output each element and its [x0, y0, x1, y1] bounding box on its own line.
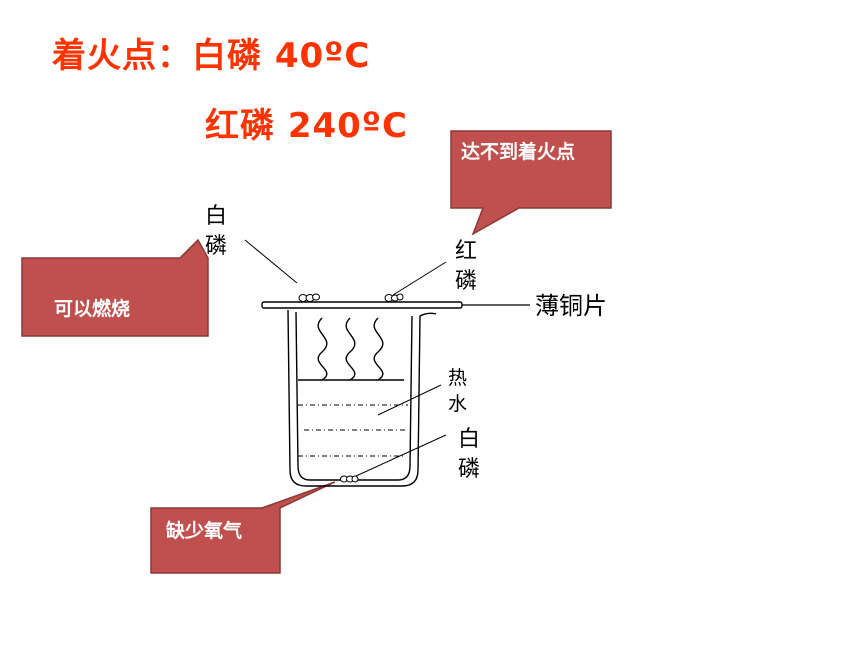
white-phosphorus-bottom-particles: [340, 475, 359, 483]
copper-sheet: [261, 301, 463, 309]
white-phosphorus-top-particles: [298, 293, 320, 302]
label-white-phosphorus-top: 白 磷: [205, 204, 228, 259]
callout-box-can-burn: [21, 238, 209, 337]
ignition-point-title: 着火点：白磷 40ºC: [52, 36, 371, 76]
callout-not-reach-ignition: 达不到着火点: [461, 141, 576, 163]
water-dashes: [298, 404, 408, 457]
label-copper-sheet: 薄铜片: [535, 292, 607, 320]
callout-box-lack-oxygen: [150, 481, 336, 574]
red-phosphorus-ignition: 红磷 240ºC: [205, 106, 408, 146]
label-white-phosphorus-bottom: 白 磷: [458, 427, 481, 482]
label-red-phosphorus: 红 磷: [455, 239, 478, 294]
callout-box-not-reach: [450, 130, 612, 236]
white-phosphorus-bottom-pointer: [355, 434, 447, 477]
red-phosphorus-pointer: [392, 261, 447, 296]
white-phosphorus-top-pointer: [244, 239, 298, 284]
callout-lack-oxygen: 缺少氧气: [166, 520, 243, 542]
steam: [317, 317, 384, 381]
callout-can-burn: 可以燃烧: [54, 298, 131, 320]
hot-water-pointer: [377, 384, 442, 416]
red-phosphorus-particles: [384, 293, 404, 302]
label-hot-water: 热 水: [448, 367, 468, 415]
